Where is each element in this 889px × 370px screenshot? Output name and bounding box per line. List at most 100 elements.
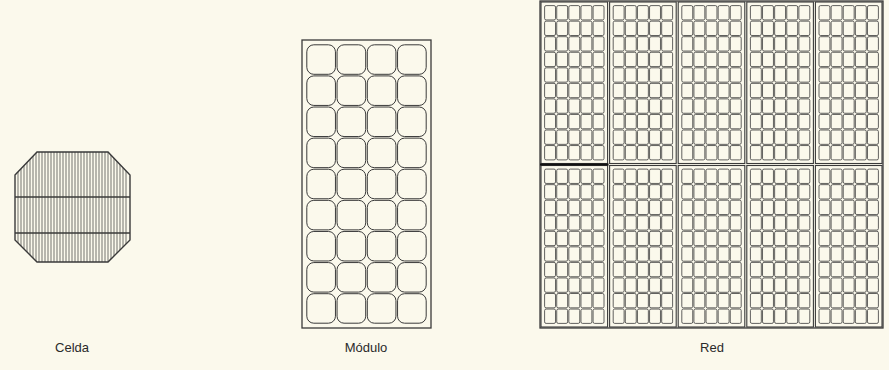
array-cell bbox=[730, 83, 741, 97]
array-cell bbox=[581, 294, 592, 308]
array-cell bbox=[799, 169, 810, 183]
array-cell bbox=[581, 68, 592, 82]
array-cell bbox=[831, 247, 842, 261]
array-cell bbox=[787, 294, 798, 308]
array-cell bbox=[581, 83, 592, 97]
array-cell bbox=[625, 37, 636, 51]
array-cell bbox=[787, 21, 798, 35]
module-cell bbox=[307, 294, 336, 324]
array-cell bbox=[819, 200, 830, 214]
array-cell bbox=[718, 6, 729, 20]
array-cell bbox=[799, 52, 810, 66]
array-cell bbox=[557, 99, 568, 113]
array-cell bbox=[799, 37, 810, 51]
array-cell bbox=[706, 6, 717, 20]
array-cell bbox=[706, 169, 717, 183]
array-cell bbox=[613, 216, 624, 230]
array-cell bbox=[593, 278, 604, 292]
array-frame bbox=[540, 1, 883, 328]
array-cell bbox=[557, 200, 568, 214]
array-cell bbox=[799, 114, 810, 128]
array-cell bbox=[557, 216, 568, 230]
array-cell bbox=[775, 185, 786, 199]
module-cell bbox=[337, 45, 366, 75]
array-cell bbox=[625, 169, 636, 183]
module-cell bbox=[367, 231, 396, 261]
array-cell bbox=[730, 216, 741, 230]
array-cell bbox=[545, 68, 556, 82]
array-cell bbox=[593, 294, 604, 308]
array-cell bbox=[682, 216, 693, 230]
array-cell bbox=[637, 247, 648, 261]
array-cell bbox=[637, 99, 648, 113]
array-cell bbox=[718, 278, 729, 292]
array-cell bbox=[819, 185, 830, 199]
array-cell bbox=[855, 99, 866, 113]
array-cell bbox=[775, 200, 786, 214]
array-cell bbox=[750, 83, 761, 97]
array-cell bbox=[593, 185, 604, 199]
array-cell bbox=[718, 231, 729, 245]
array-cell bbox=[545, 200, 556, 214]
array-cell bbox=[855, 309, 866, 323]
cell-finger bbox=[105, 150, 106, 264]
array-cell bbox=[867, 169, 878, 183]
array-cell bbox=[650, 37, 661, 51]
array-cell bbox=[730, 247, 741, 261]
array-cell bbox=[593, 52, 604, 66]
array-cell bbox=[867, 231, 878, 245]
array-cell bbox=[867, 114, 878, 128]
array-cell bbox=[750, 278, 761, 292]
array-cell bbox=[694, 294, 705, 308]
array-cell bbox=[867, 216, 878, 230]
array-cell bbox=[831, 278, 842, 292]
array-cell bbox=[593, 169, 604, 183]
array-cell bbox=[545, 114, 556, 128]
array-cell bbox=[569, 278, 580, 292]
array-cell bbox=[775, 146, 786, 160]
solar-cell bbox=[12, 150, 133, 264]
array-cell bbox=[855, 146, 866, 160]
array-cell bbox=[718, 68, 729, 82]
array-cell bbox=[545, 146, 556, 160]
array-cell bbox=[637, 83, 648, 97]
array-cell bbox=[718, 114, 729, 128]
array-cell bbox=[799, 68, 810, 82]
cell-finger bbox=[51, 150, 52, 264]
array-cell bbox=[867, 83, 878, 97]
array-cell bbox=[819, 6, 830, 20]
array-cell bbox=[787, 114, 798, 128]
module-cell bbox=[307, 200, 336, 230]
cell-finger bbox=[24, 150, 25, 264]
array-cell bbox=[682, 185, 693, 199]
array-cell bbox=[569, 247, 580, 261]
array-cell bbox=[650, 52, 661, 66]
array-cell bbox=[831, 99, 842, 113]
array-cell bbox=[593, 37, 604, 51]
array-cell bbox=[625, 114, 636, 128]
array-cell bbox=[730, 169, 741, 183]
array-cell bbox=[662, 169, 673, 183]
array-cell bbox=[593, 216, 604, 230]
cell-finger bbox=[48, 150, 49, 264]
array-cell bbox=[682, 262, 693, 276]
array-cell bbox=[819, 68, 830, 82]
cell-finger bbox=[36, 150, 37, 264]
array-cell bbox=[625, 68, 636, 82]
array-cell bbox=[613, 200, 624, 214]
cell-finger bbox=[93, 150, 94, 264]
array-cell bbox=[545, 169, 556, 183]
array-cell bbox=[718, 309, 729, 323]
array-cell bbox=[569, 146, 580, 160]
array-cell bbox=[694, 6, 705, 20]
array-cell bbox=[843, 130, 854, 144]
array-cell bbox=[730, 52, 741, 66]
array-cell bbox=[730, 99, 741, 113]
array-cell bbox=[557, 185, 568, 199]
array-cell bbox=[787, 99, 798, 113]
array-cell bbox=[843, 169, 854, 183]
array-cell bbox=[855, 185, 866, 199]
array-cell bbox=[613, 294, 624, 308]
array-cell bbox=[613, 52, 624, 66]
